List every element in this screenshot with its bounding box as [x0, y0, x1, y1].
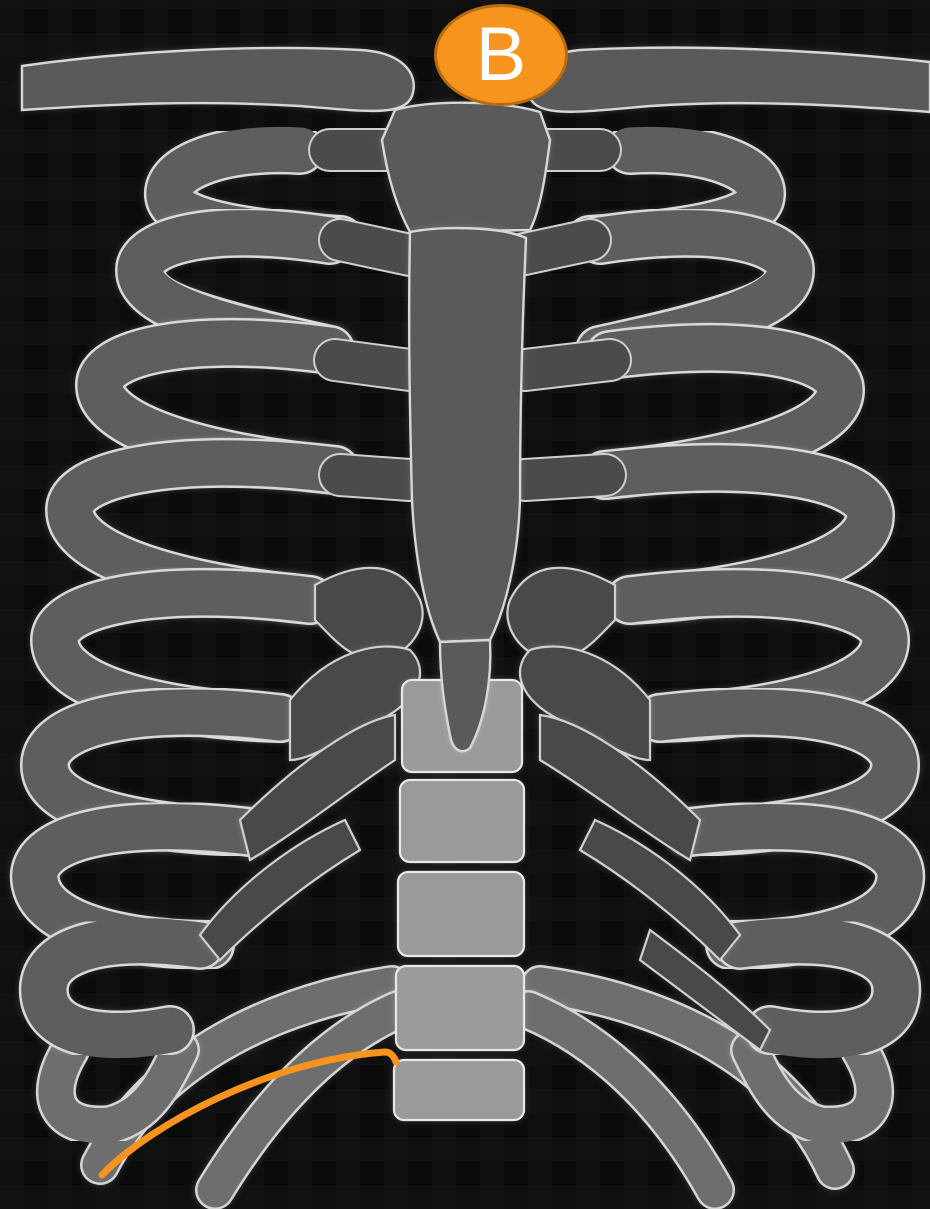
vertebra [396, 966, 524, 1050]
sternum-body [409, 228, 526, 642]
left-ribs [35, 149, 340, 1035]
vertebra [398, 872, 524, 956]
vertebra [400, 780, 524, 862]
right-ribs [590, 149, 900, 1035]
manubrium [382, 103, 550, 232]
clavicle-left [22, 48, 414, 111]
label-b-badge: B [434, 4, 568, 106]
vertebra [394, 1060, 524, 1120]
clavicle-right [527, 48, 930, 112]
label-b-text: B [476, 17, 527, 93]
